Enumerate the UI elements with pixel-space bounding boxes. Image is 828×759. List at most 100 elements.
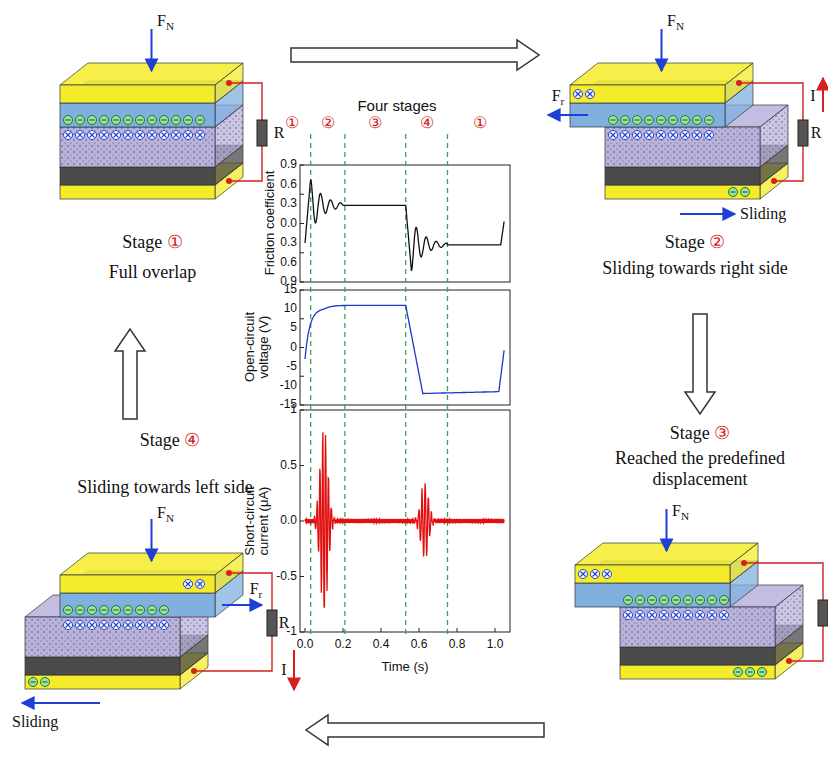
layer-texture xyxy=(775,585,803,647)
positive-charge xyxy=(162,133,167,138)
layer-texture xyxy=(760,105,788,167)
tick-label: 0.0 xyxy=(280,514,297,527)
resistor-symbol xyxy=(798,120,808,146)
hollow-arrow xyxy=(306,715,544,745)
positive-charge xyxy=(586,90,595,99)
force-arrow xyxy=(666,509,668,551)
wire-terminal xyxy=(191,668,197,674)
positive-charge xyxy=(705,131,714,140)
wire-terminal xyxy=(226,178,232,184)
tick-label: 0.8 xyxy=(449,638,466,651)
device-label: I xyxy=(281,661,286,679)
positive-charge xyxy=(126,623,131,628)
negative-charge xyxy=(736,671,741,672)
negative-charge xyxy=(124,116,133,125)
device-label: FN xyxy=(157,504,174,525)
positive-charge xyxy=(609,131,618,140)
positive-charge xyxy=(659,133,664,138)
negative-charge xyxy=(648,596,657,605)
positive-charge xyxy=(66,133,71,138)
negative-charge xyxy=(66,119,71,120)
tick-mark xyxy=(300,223,304,224)
resistor-symbol xyxy=(818,600,828,626)
tick-mark xyxy=(300,290,304,291)
device-label: Fr xyxy=(552,87,565,108)
axis-title: Friction coefficient xyxy=(263,143,277,303)
positive-charge xyxy=(681,131,690,140)
positive-charge xyxy=(633,131,642,140)
tick-label: Four stages xyxy=(357,98,436,115)
layer-front xyxy=(575,565,730,583)
stage-title: Stage ① xyxy=(60,232,245,253)
tick-label: 1 xyxy=(290,403,297,416)
positive-charge xyxy=(693,131,702,140)
positive-charge xyxy=(102,133,107,138)
positive-charge xyxy=(636,611,645,620)
device-label: R xyxy=(279,614,290,632)
negative-charge xyxy=(162,609,167,610)
negative-charge xyxy=(695,119,700,120)
positive-charge xyxy=(605,572,610,577)
tick-label: 0.2 xyxy=(335,638,352,651)
negative-charge xyxy=(705,116,714,125)
layer-front xyxy=(620,607,775,647)
device-label: Sliding xyxy=(12,713,58,731)
wire-terminal xyxy=(736,80,742,86)
hollow-arrow xyxy=(291,40,539,70)
tick-label: -5 xyxy=(286,360,297,373)
positive-charge xyxy=(707,133,712,138)
positive-charge xyxy=(683,133,688,138)
negative-charge xyxy=(198,119,203,120)
negative-charge xyxy=(66,609,71,610)
negative-charge xyxy=(672,596,681,605)
stage-number: ③ xyxy=(368,114,382,132)
positive-charge xyxy=(112,621,121,630)
stage-description: Reached the predefined displacement xyxy=(580,448,820,490)
positive-charge xyxy=(100,131,109,140)
positive-charge xyxy=(138,133,143,138)
negative-charge xyxy=(731,191,736,192)
force-arrow xyxy=(151,29,153,71)
sliding-arrow xyxy=(22,702,100,704)
positive-charge xyxy=(581,572,586,577)
positive-charge xyxy=(576,92,581,97)
positive-charge xyxy=(647,133,652,138)
tick-label: 5 xyxy=(290,322,297,335)
wire-terminal xyxy=(741,560,747,566)
positive-charge xyxy=(579,570,588,579)
layer-front xyxy=(60,575,215,593)
negative-charge xyxy=(681,116,690,125)
force-arrow xyxy=(661,29,663,71)
negative-charge xyxy=(722,599,727,600)
positive-charge xyxy=(674,613,679,618)
positive-charge xyxy=(126,133,131,138)
stage-title: Stage ② xyxy=(565,232,825,253)
stage-panel: Stage ③Reached the predefined displaceme… xyxy=(550,420,828,740)
negative-charge xyxy=(160,606,169,615)
negative-charge xyxy=(88,116,97,125)
positive-charge xyxy=(624,611,633,620)
positive-charge xyxy=(638,613,643,618)
positive-charge xyxy=(66,623,71,628)
device-label: I xyxy=(810,87,815,105)
positive-charge xyxy=(650,613,655,618)
negative-charge xyxy=(609,116,618,125)
negative-charge xyxy=(720,596,729,605)
current-arrow xyxy=(293,650,295,690)
negative-charge xyxy=(686,599,691,600)
negative-charge xyxy=(112,606,121,615)
positive-charge xyxy=(196,131,205,140)
wire xyxy=(194,573,272,671)
resistor-symbol xyxy=(267,610,277,636)
tick-label: 0.3 xyxy=(280,236,297,249)
negative-charge xyxy=(669,116,678,125)
positive-charge xyxy=(88,621,97,630)
negative-charge xyxy=(743,191,748,192)
stage-number: ① xyxy=(285,114,299,132)
negative-charge xyxy=(626,599,631,600)
wire-terminal xyxy=(226,80,232,86)
positive-charge xyxy=(623,133,628,138)
negative-charge xyxy=(633,116,642,125)
tick-mark xyxy=(495,628,496,632)
